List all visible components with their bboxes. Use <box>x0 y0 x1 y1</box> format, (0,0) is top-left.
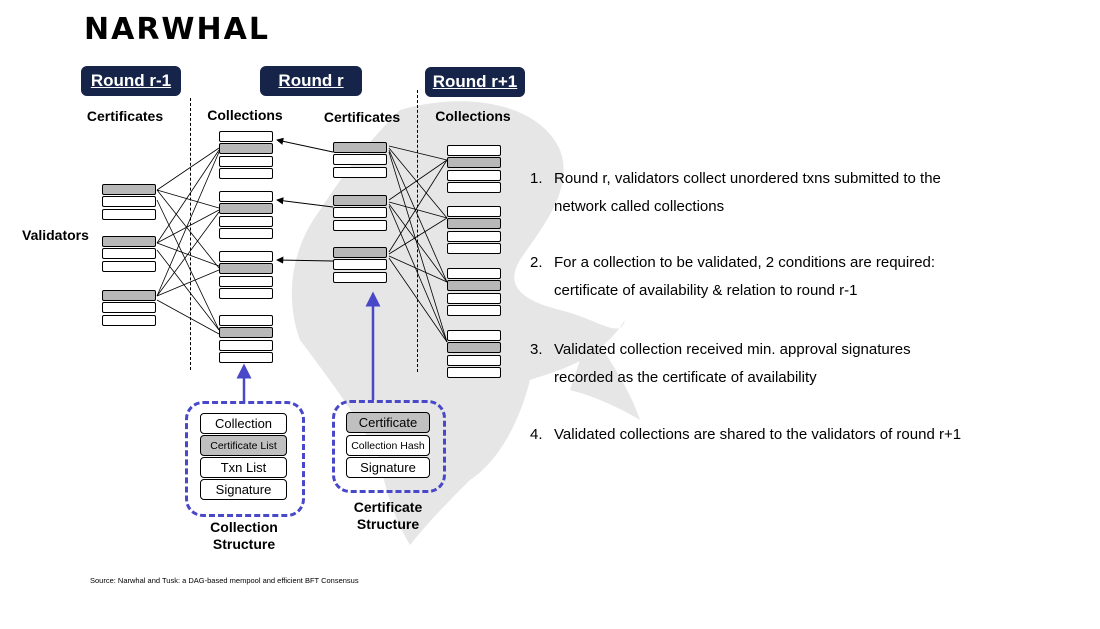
txn-list-field: Txn List <box>200 457 287 478</box>
certificate-structure-box <box>332 400 446 493</box>
validators-label: Validators <box>22 227 89 243</box>
round-prev-badge: Round r-1 <box>81 66 181 96</box>
page-title: NARWHAL <box>84 12 270 47</box>
certificate-stack-current <box>333 142 387 179</box>
certificates-prev-header: Certificates <box>86 108 164 124</box>
signature-field: Signature <box>346 457 430 478</box>
collection-stack-next <box>447 145 501 194</box>
certificate-stack-prev <box>102 236 156 273</box>
collection-stack-current <box>219 191 273 240</box>
collections-next-header: Collections <box>435 108 511 124</box>
note-item: 4.Validated collections are shared to th… <box>530 426 962 443</box>
signature-field: Signature <box>200 479 287 500</box>
collection-stack-next <box>447 330 501 379</box>
certificates-current-header: Certificates <box>323 109 401 125</box>
collection-structure-box <box>185 401 305 517</box>
certificate-stack-current <box>333 195 387 232</box>
round-current-badge: Round r <box>260 66 362 96</box>
note-item: 2.For a collection to be validated, 2 co… <box>530 254 936 299</box>
round-next-badge: Round r+1 <box>425 67 525 97</box>
collection-stack-current <box>219 251 273 300</box>
certificate-field: Certificate <box>346 412 430 433</box>
collection-stack-next <box>447 206 501 255</box>
certificate-list-field: Certificate List <box>200 435 287 456</box>
certificate-stack-current <box>333 247 387 284</box>
round-divider <box>417 90 418 372</box>
certificate-stack-prev <box>102 290 156 327</box>
note-item: 1.Round r, validators collect unordered … <box>530 170 941 215</box>
source-citation: Source: Narwhal and Tusk: a DAG-based me… <box>90 576 359 585</box>
collection-stack-current <box>219 131 273 180</box>
note-item: 3.Validated collection received min. app… <box>530 341 911 386</box>
collection-stack-next <box>447 268 501 317</box>
collection-stack-current <box>219 315 273 364</box>
collections-current-header: Collections <box>207 107 283 123</box>
collection-field: Collection <box>200 413 287 434</box>
certificate-stack-prev <box>102 184 156 221</box>
collection-hash-field: Collection Hash <box>346 435 430 456</box>
round-divider <box>190 98 191 370</box>
